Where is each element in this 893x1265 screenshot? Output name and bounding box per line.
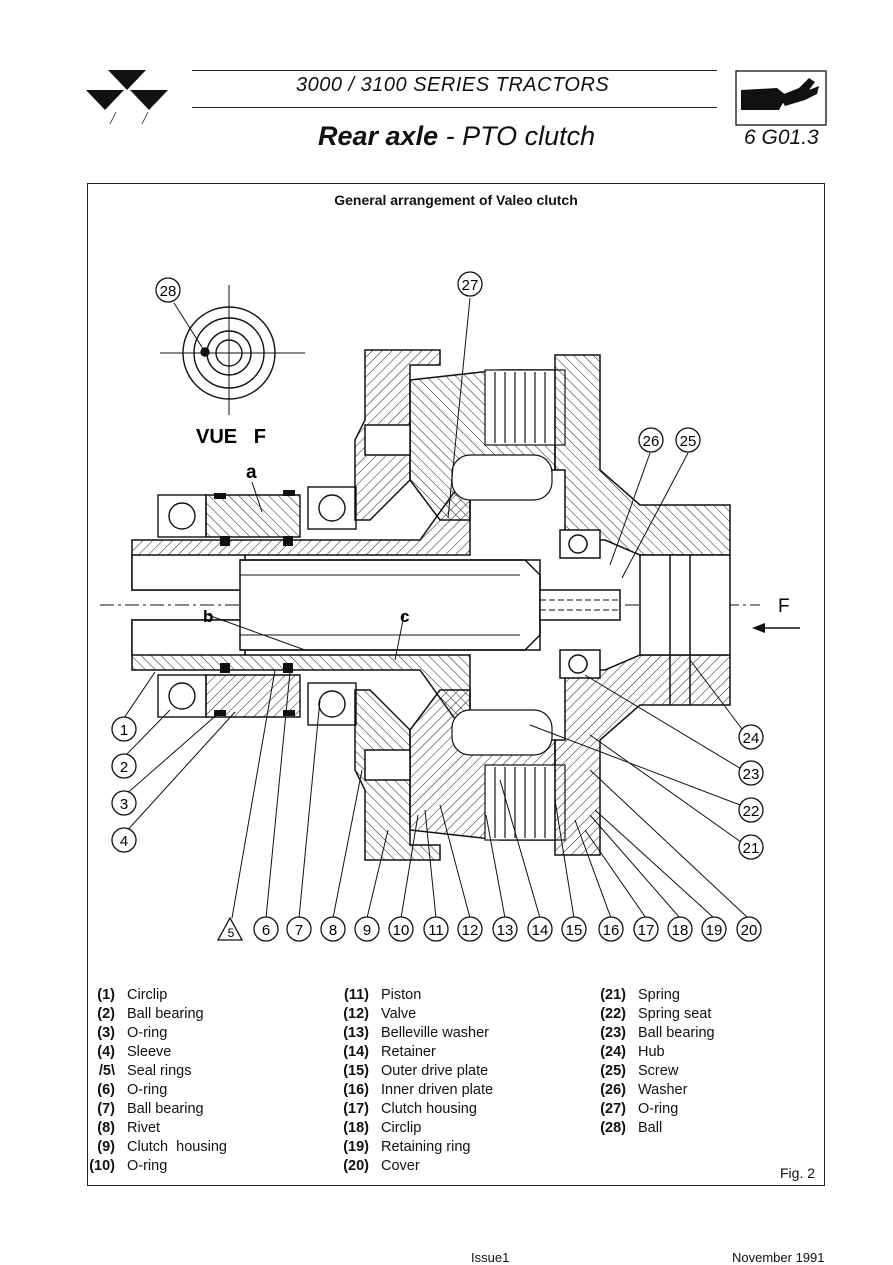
callout-2: 2 — [120, 759, 128, 776]
legend-item: (13)Belleville washer — [343, 1025, 489, 1041]
legend-item: (14)Retainer — [343, 1044, 436, 1060]
callout-4: 4 — [120, 833, 128, 850]
label-c: c — [400, 607, 409, 626]
legend-item: (27)O-ring — [600, 1101, 679, 1117]
callout-leaders — [123, 297, 749, 919]
callouts-bottom: 5 6 7 8 9 10 11 12 13 14 15 16 17 18 19 … — [216, 916, 762, 942]
legend-item: (8)Rivet — [97, 1120, 161, 1136]
callouts-right: 24 23 22 21 — [738, 724, 764, 860]
legend-item: (19)Retaining ring — [343, 1139, 471, 1155]
figure-title: General arrangement of Valeo clutch — [334, 192, 578, 208]
view-f-detail — [160, 285, 305, 415]
callout-17: 17 — [638, 922, 655, 939]
figure-number: Fig. 2 — [780, 1165, 816, 1181]
callout-26: 26 — [643, 433, 660, 450]
callout-1: 1 — [120, 722, 128, 739]
legend-column-1: (1)Circlip (2)Ball bearing (3)O-ring (4)… — [85, 986, 227, 1176]
legend-item: (2)Ball bearing — [97, 1006, 204, 1022]
callout-21: 21 — [743, 840, 760, 857]
label-a: a — [246, 462, 257, 483]
legend-item: (15)Outer drive plate — [343, 1063, 489, 1079]
callout-27: 27 — [462, 277, 479, 294]
callout-28: 28 — [160, 283, 177, 300]
legend-item: (11)Piston — [344, 987, 422, 1003]
callout-8: 8 — [329, 922, 337, 939]
callouts-top: 28 27 26 25 — [155, 271, 701, 453]
legend-column-2: (11)Piston (12)Valve (13)Belleville wash… — [339, 986, 493, 1176]
callout-9: 9 — [363, 922, 371, 939]
clutch-drawing: VUE F — [100, 271, 800, 942]
label-f: F — [778, 596, 790, 617]
legend-item: (10)O-ring — [89, 1158, 168, 1174]
legend-item: (26)Washer — [600, 1082, 688, 1098]
legend-item: (23)Ball bearing — [600, 1025, 715, 1041]
callout-3: 3 — [120, 796, 128, 813]
legend-item: (20)Cover — [343, 1158, 420, 1174]
legend-item: (6)O-ring — [97, 1082, 168, 1098]
seal-rings — [214, 490, 295, 716]
page-title: Rear axle - PTO clutch — [318, 121, 596, 151]
callout-14: 14 — [532, 922, 549, 939]
legend-item: (3)O-ring — [97, 1025, 168, 1041]
outer-housing-hub — [539, 354, 731, 856]
callout-7: 7 — [295, 922, 303, 939]
callout-13: 13 — [497, 922, 514, 939]
shaft-housing — [131, 467, 541, 743]
callout-15: 15 — [566, 922, 583, 939]
issue-date: November 1991 — [732, 1250, 825, 1265]
series-title: 3000 / 3100 SERIES TRACTORS — [296, 74, 610, 96]
legend-item: (12)Valve — [343, 1006, 417, 1022]
legend-item: (21)Spring — [600, 987, 680, 1003]
legend-item: (16)Inner driven plate — [343, 1082, 494, 1098]
ball-bearings-left — [157, 486, 357, 726]
label-b: b — [203, 607, 213, 626]
legend-item: (22)Spring seat — [600, 1006, 712, 1022]
legend-item: (7)Ball bearing — [97, 1101, 204, 1117]
wrench-icon — [735, 70, 827, 126]
callout-19: 19 — [706, 922, 723, 939]
callout-25: 25 — [680, 433, 697, 450]
legend-item: (9)Clutch housing — [97, 1139, 227, 1155]
legend-column-3: (21)Spring (22)Spring seat (23)Ball bear… — [596, 986, 715, 1138]
legend-item: (28)Ball — [600, 1120, 663, 1136]
legend-item: (1)Circlip — [97, 987, 168, 1003]
plate-pack — [451, 369, 566, 841]
callout-20: 20 — [741, 922, 758, 939]
callouts-left: 1 2 3 4 — [111, 716, 137, 853]
legend-item: (18)Circlip — [343, 1120, 422, 1136]
legend-item: (17)Clutch housing — [343, 1101, 477, 1117]
callout-24: 24 — [743, 730, 760, 747]
legend-item: (4)Sleeve — [97, 1044, 172, 1060]
header-rule-bottom — [192, 107, 717, 108]
callout-12: 12 — [462, 922, 479, 939]
callout-22: 22 — [743, 803, 760, 820]
figure-frame — [87, 183, 825, 1186]
callout-6: 6 — [262, 922, 270, 939]
callout-23: 23 — [743, 766, 760, 783]
callout-5: 5 — [228, 926, 235, 940]
legend-item: (25)Screw — [600, 1063, 679, 1079]
issue-label: Issue1 — [471, 1250, 510, 1265]
header-rule-top — [192, 70, 717, 71]
section-code: 6 G01.3 — [744, 126, 819, 149]
view-f-label: VUE F — [196, 426, 266, 448]
callout-16: 16 — [603, 922, 620, 939]
callout-10: 10 — [393, 922, 410, 939]
legend-item: (24)Hub — [600, 1044, 665, 1060]
company-logo — [86, 70, 168, 125]
legend-item: /5\Seal rings — [98, 1063, 192, 1079]
callout-11: 11 — [428, 922, 444, 939]
callout-18: 18 — [672, 922, 689, 939]
